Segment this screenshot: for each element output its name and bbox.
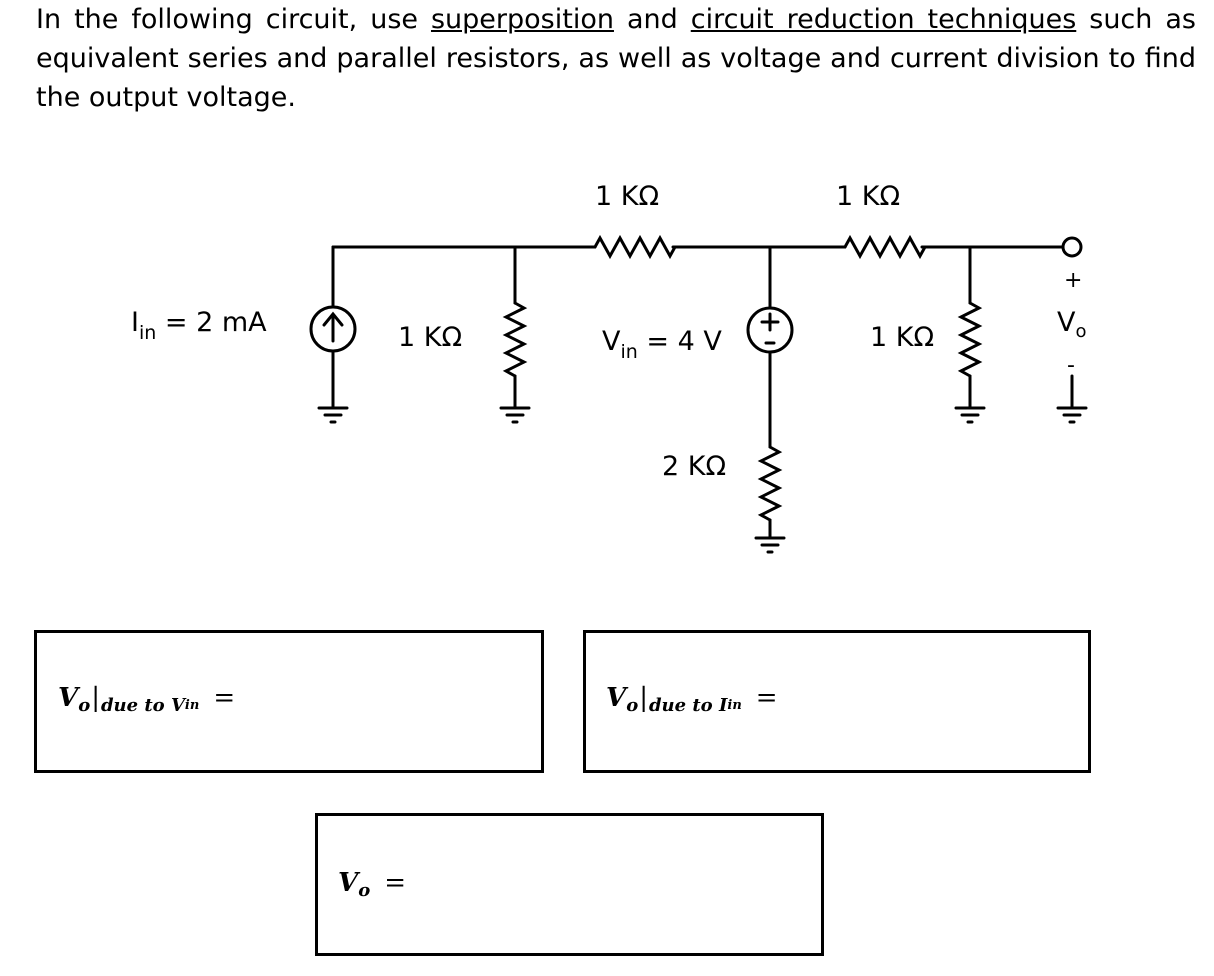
resistor-bottom-label: 2 KΩ xyxy=(662,451,726,482)
resistor-bottom xyxy=(757,445,783,522)
resistor-top-left xyxy=(593,234,680,260)
resistor-top-right xyxy=(843,234,929,260)
output-terminal xyxy=(1061,236,1083,258)
question-text: In the following circuit, use superposit… xyxy=(36,4,1196,113)
ground-icon xyxy=(317,406,349,424)
ground-icon xyxy=(499,406,531,424)
resistor-shunt-right xyxy=(957,301,983,378)
answer-box-vo[interactable] xyxy=(315,813,824,956)
output-minus-sign: - xyxy=(1067,353,1075,378)
ground-icon xyxy=(954,406,986,424)
answer-label-vin: Vo|due to Vin= xyxy=(58,683,236,716)
answer-label-iin: Vo|due to Iin= xyxy=(606,683,778,716)
answer-box-iin[interactable] xyxy=(583,630,1091,773)
output-plus-sign: + xyxy=(1064,268,1082,293)
voltage-source-label: Vin = 4 V xyxy=(602,326,722,363)
ground-icon xyxy=(1056,406,1088,424)
answer-label-vo: Vo= xyxy=(338,868,406,901)
resistor-shunt-left xyxy=(502,301,528,378)
answer-box-vin[interactable] xyxy=(34,630,544,773)
resistor-top-right-label: 1 KΩ xyxy=(836,181,900,212)
resistor-shunt-right-label: 1 KΩ xyxy=(870,322,934,353)
ground-icon xyxy=(754,536,786,554)
circuit-diagram: Iin = 2 mA 1 KΩ 1 KΩ 1 KΩ 1 KΩ 2 KΩ Vin … xyxy=(131,181,1088,554)
circuit-reduction-term: circuit reduction techniques xyxy=(690,4,1077,35)
current-source-label: Iin = 2 mA xyxy=(131,307,267,344)
output-voltage-label: Vo xyxy=(1057,307,1087,342)
resistor-shunt-left-label: 1 KΩ xyxy=(398,322,462,353)
resistor-top-left-label: 1 KΩ xyxy=(595,181,659,212)
superposition-term: superposition xyxy=(430,4,614,35)
